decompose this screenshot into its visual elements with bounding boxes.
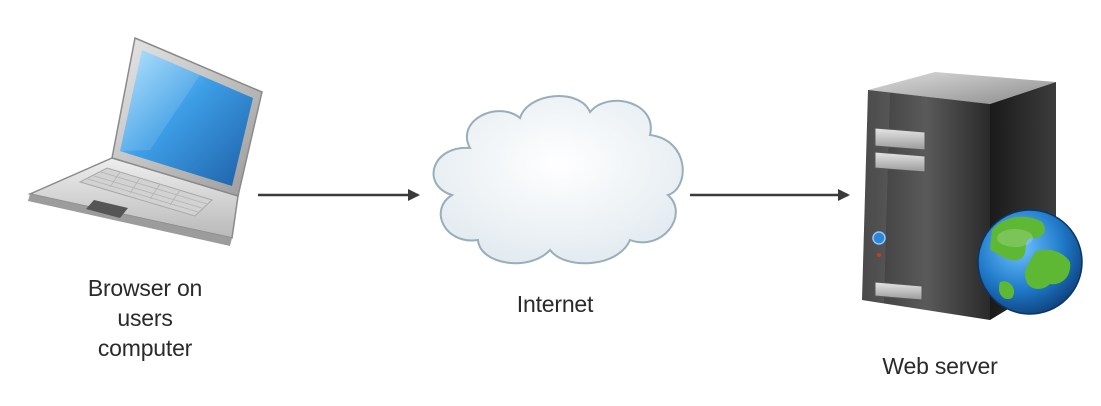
internet-label: Internet <box>516 291 594 317</box>
globe-icon <box>977 209 1083 315</box>
web-server-label: Web server <box>882 353 998 379</box>
laptop-icon <box>27 36 263 246</box>
browser-label-line-3: computer <box>97 335 193 361</box>
cloud-icon <box>432 95 684 265</box>
browser-label-line-1: Browser on <box>87 275 203 301</box>
browser-label-line-2: users <box>117 305 173 331</box>
browser-label: Browser on users computer <box>45 273 245 363</box>
